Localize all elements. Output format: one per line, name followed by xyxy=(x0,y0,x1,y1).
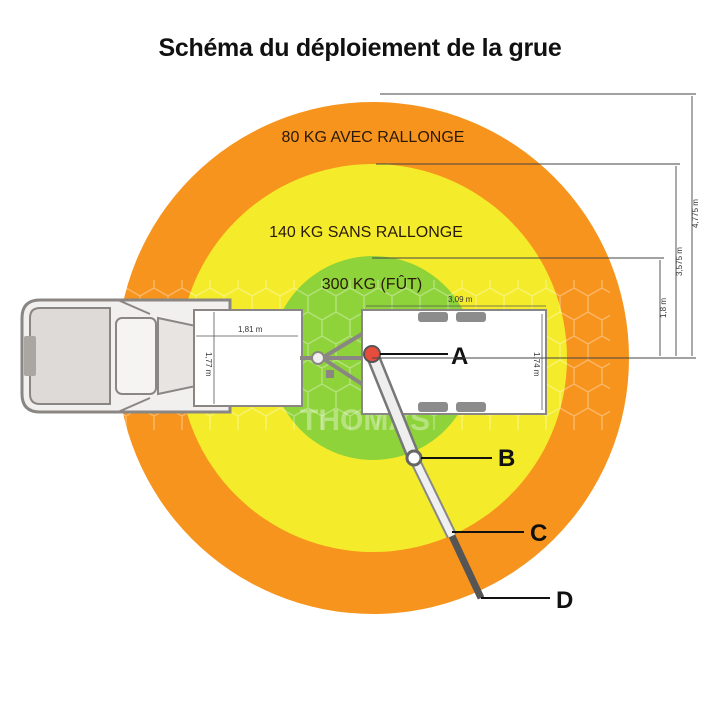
dim-radius-inner: 1,8 m xyxy=(659,298,668,318)
point-label-d: D xyxy=(556,587,573,614)
dim-radius-middle: 3,575 m xyxy=(675,247,684,276)
point-label-b: B xyxy=(498,445,515,472)
crane-arm xyxy=(363,345,485,600)
zone-label-outer: 80 KG AVEC RALLONGE xyxy=(282,129,465,146)
zone-label-middle: 140 KG SANS RALLONGE xyxy=(269,224,463,241)
page-title: Schéma du déploiement de la grue xyxy=(158,34,562,62)
dim-trailer-length: 3,09 m xyxy=(448,295,473,304)
radius-dimensions xyxy=(372,93,696,359)
point-label-c: C xyxy=(530,520,547,547)
dim-radius-outer: 4,775 m xyxy=(691,199,700,228)
tow-bar xyxy=(300,332,364,386)
dim-car-body-length: 1,81 m xyxy=(238,325,263,334)
dim-car-body-width: 1,77 m xyxy=(204,352,213,377)
dim-trailer-width: 1,74 m xyxy=(532,352,541,377)
zone-label-inner: 300 KG (FÛT) xyxy=(322,274,422,293)
point-label-a: A xyxy=(451,343,468,370)
car-top-view xyxy=(20,298,303,414)
